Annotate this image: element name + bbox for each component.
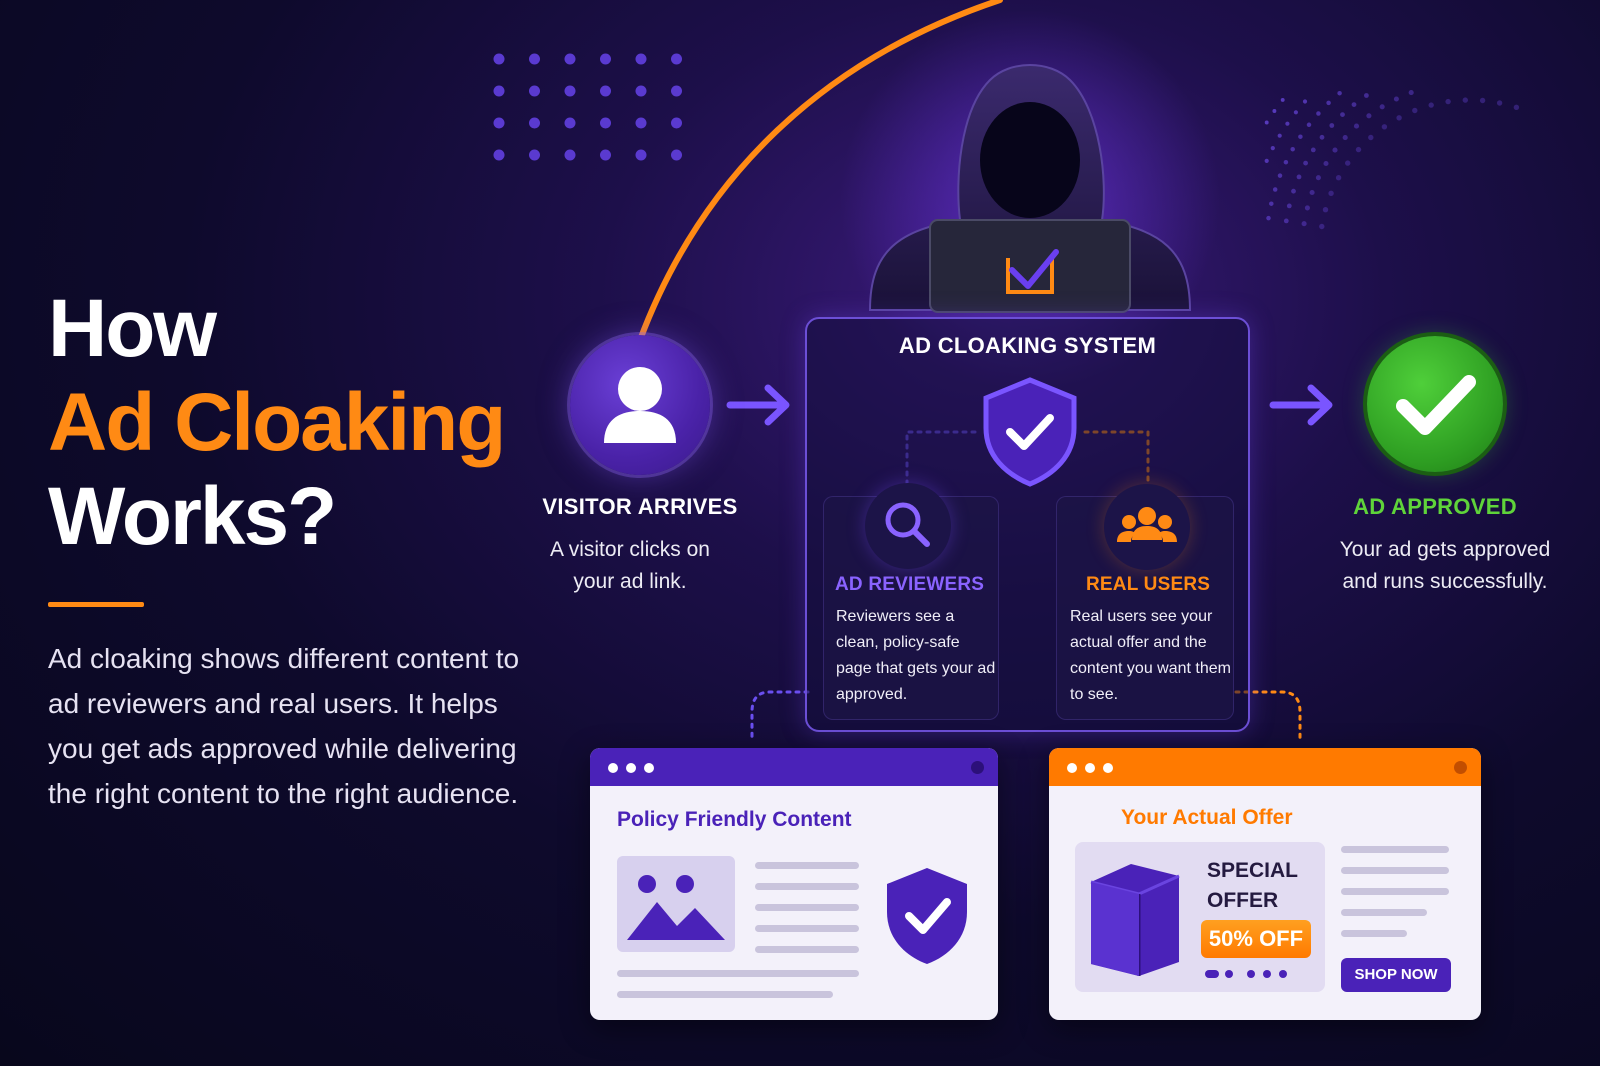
image-placeholder: [617, 856, 735, 952]
offer-card: SPECIAL OFFER 50% OFF: [1075, 842, 1325, 992]
window-dot: [1085, 763, 1095, 773]
orange-arc: [637, 0, 1003, 343]
discount-badge: 50% OFF: [1201, 920, 1311, 958]
shield-check-icon: [887, 868, 967, 964]
text-line-placeholder: [1341, 888, 1449, 895]
window-control-dot: [1454, 761, 1467, 774]
policy-content-window: Policy Friendly Content: [590, 748, 998, 1020]
text-line-placeholder: [755, 904, 859, 911]
offer-window-titlebar: [1049, 748, 1481, 786]
arrow-right-icon: [726, 384, 790, 426]
window-dot: [644, 763, 654, 773]
visitor-circle: [570, 335, 710, 475]
search-icon: [885, 502, 930, 547]
approved-circle: [1367, 336, 1503, 472]
special-offer-label: SPECIAL OFFER: [1207, 859, 1298, 912]
visitor-title: VISITOR ARRIVES: [542, 494, 738, 519]
policy-window-titlebar: [590, 748, 998, 786]
headline-description: Ad cloaking shows different content to a…: [48, 643, 520, 809]
users-icon-circle: [1104, 484, 1190, 570]
text-line-placeholder: [1341, 846, 1449, 853]
text-line-placeholder: [755, 862, 859, 869]
dot-arc-decoration: [1264, 90, 1520, 230]
policy-heading: Policy Friendly Content: [617, 808, 852, 831]
checkmark-icon: [1396, 375, 1476, 435]
actual-offer-window: Your Actual Offer SPECIAL OFFER 50% OFF …: [1049, 748, 1481, 1020]
text-line-placeholder: [1341, 930, 1407, 937]
window-dot: [1067, 763, 1077, 773]
text-line-placeholder: [755, 925, 859, 932]
window-dot: [626, 763, 636, 773]
arrow-right-icon: [1269, 384, 1333, 426]
users-group-icon: [1117, 507, 1177, 542]
reviewers-description: Reviewers see a clean, policy-safe page …: [836, 608, 996, 703]
shop-now-button[interactable]: SHOP NOW: [1341, 958, 1451, 992]
title-underline: [48, 602, 144, 607]
title-line-3: Works?: [48, 471, 337, 562]
text-line-placeholder: [755, 883, 859, 890]
approved-description: Your ad gets approved and runs successfu…: [1339, 538, 1551, 593]
visitor-description: A visitor clicks on your ad link.: [550, 538, 710, 593]
text-line-placeholder: [755, 946, 859, 953]
system-title: AD CLOAKING SYSTEM: [898, 333, 1157, 358]
image-icon: [627, 875, 725, 940]
window-control-dot: [971, 761, 984, 774]
users-description: Real users see your actual offer and the…: [1070, 608, 1231, 703]
window-dot: [1103, 763, 1113, 773]
title-line-2: Ad Cloaking: [48, 377, 506, 468]
user-icon: [604, 367, 676, 443]
text-line-placeholder: [1341, 909, 1427, 916]
text-line-placeholder: [1341, 867, 1449, 874]
text-line-placeholder: [617, 991, 833, 998]
text-line-placeholder: [617, 970, 859, 977]
offer-heading: Your Actual Offer: [1121, 806, 1293, 829]
window-dot: [608, 763, 618, 773]
title-line-1: How: [48, 283, 217, 374]
hacker-icon: [868, 64, 1192, 313]
reviewers-icon-circle: [865, 483, 951, 569]
dot-grid-decoration: [493, 53, 682, 161]
reviewers-title: AD REVIEWERS: [835, 574, 985, 595]
approved-title: AD APPROVED: [1353, 494, 1517, 519]
carousel-dots[interactable]: [1205, 970, 1305, 980]
box-icon: [1090, 864, 1180, 976]
shield-check-icon: [983, 377, 1077, 487]
page-title: How Ad Cloaking Works?: [48, 282, 568, 564]
users-title: REAL USERS: [1086, 574, 1211, 595]
